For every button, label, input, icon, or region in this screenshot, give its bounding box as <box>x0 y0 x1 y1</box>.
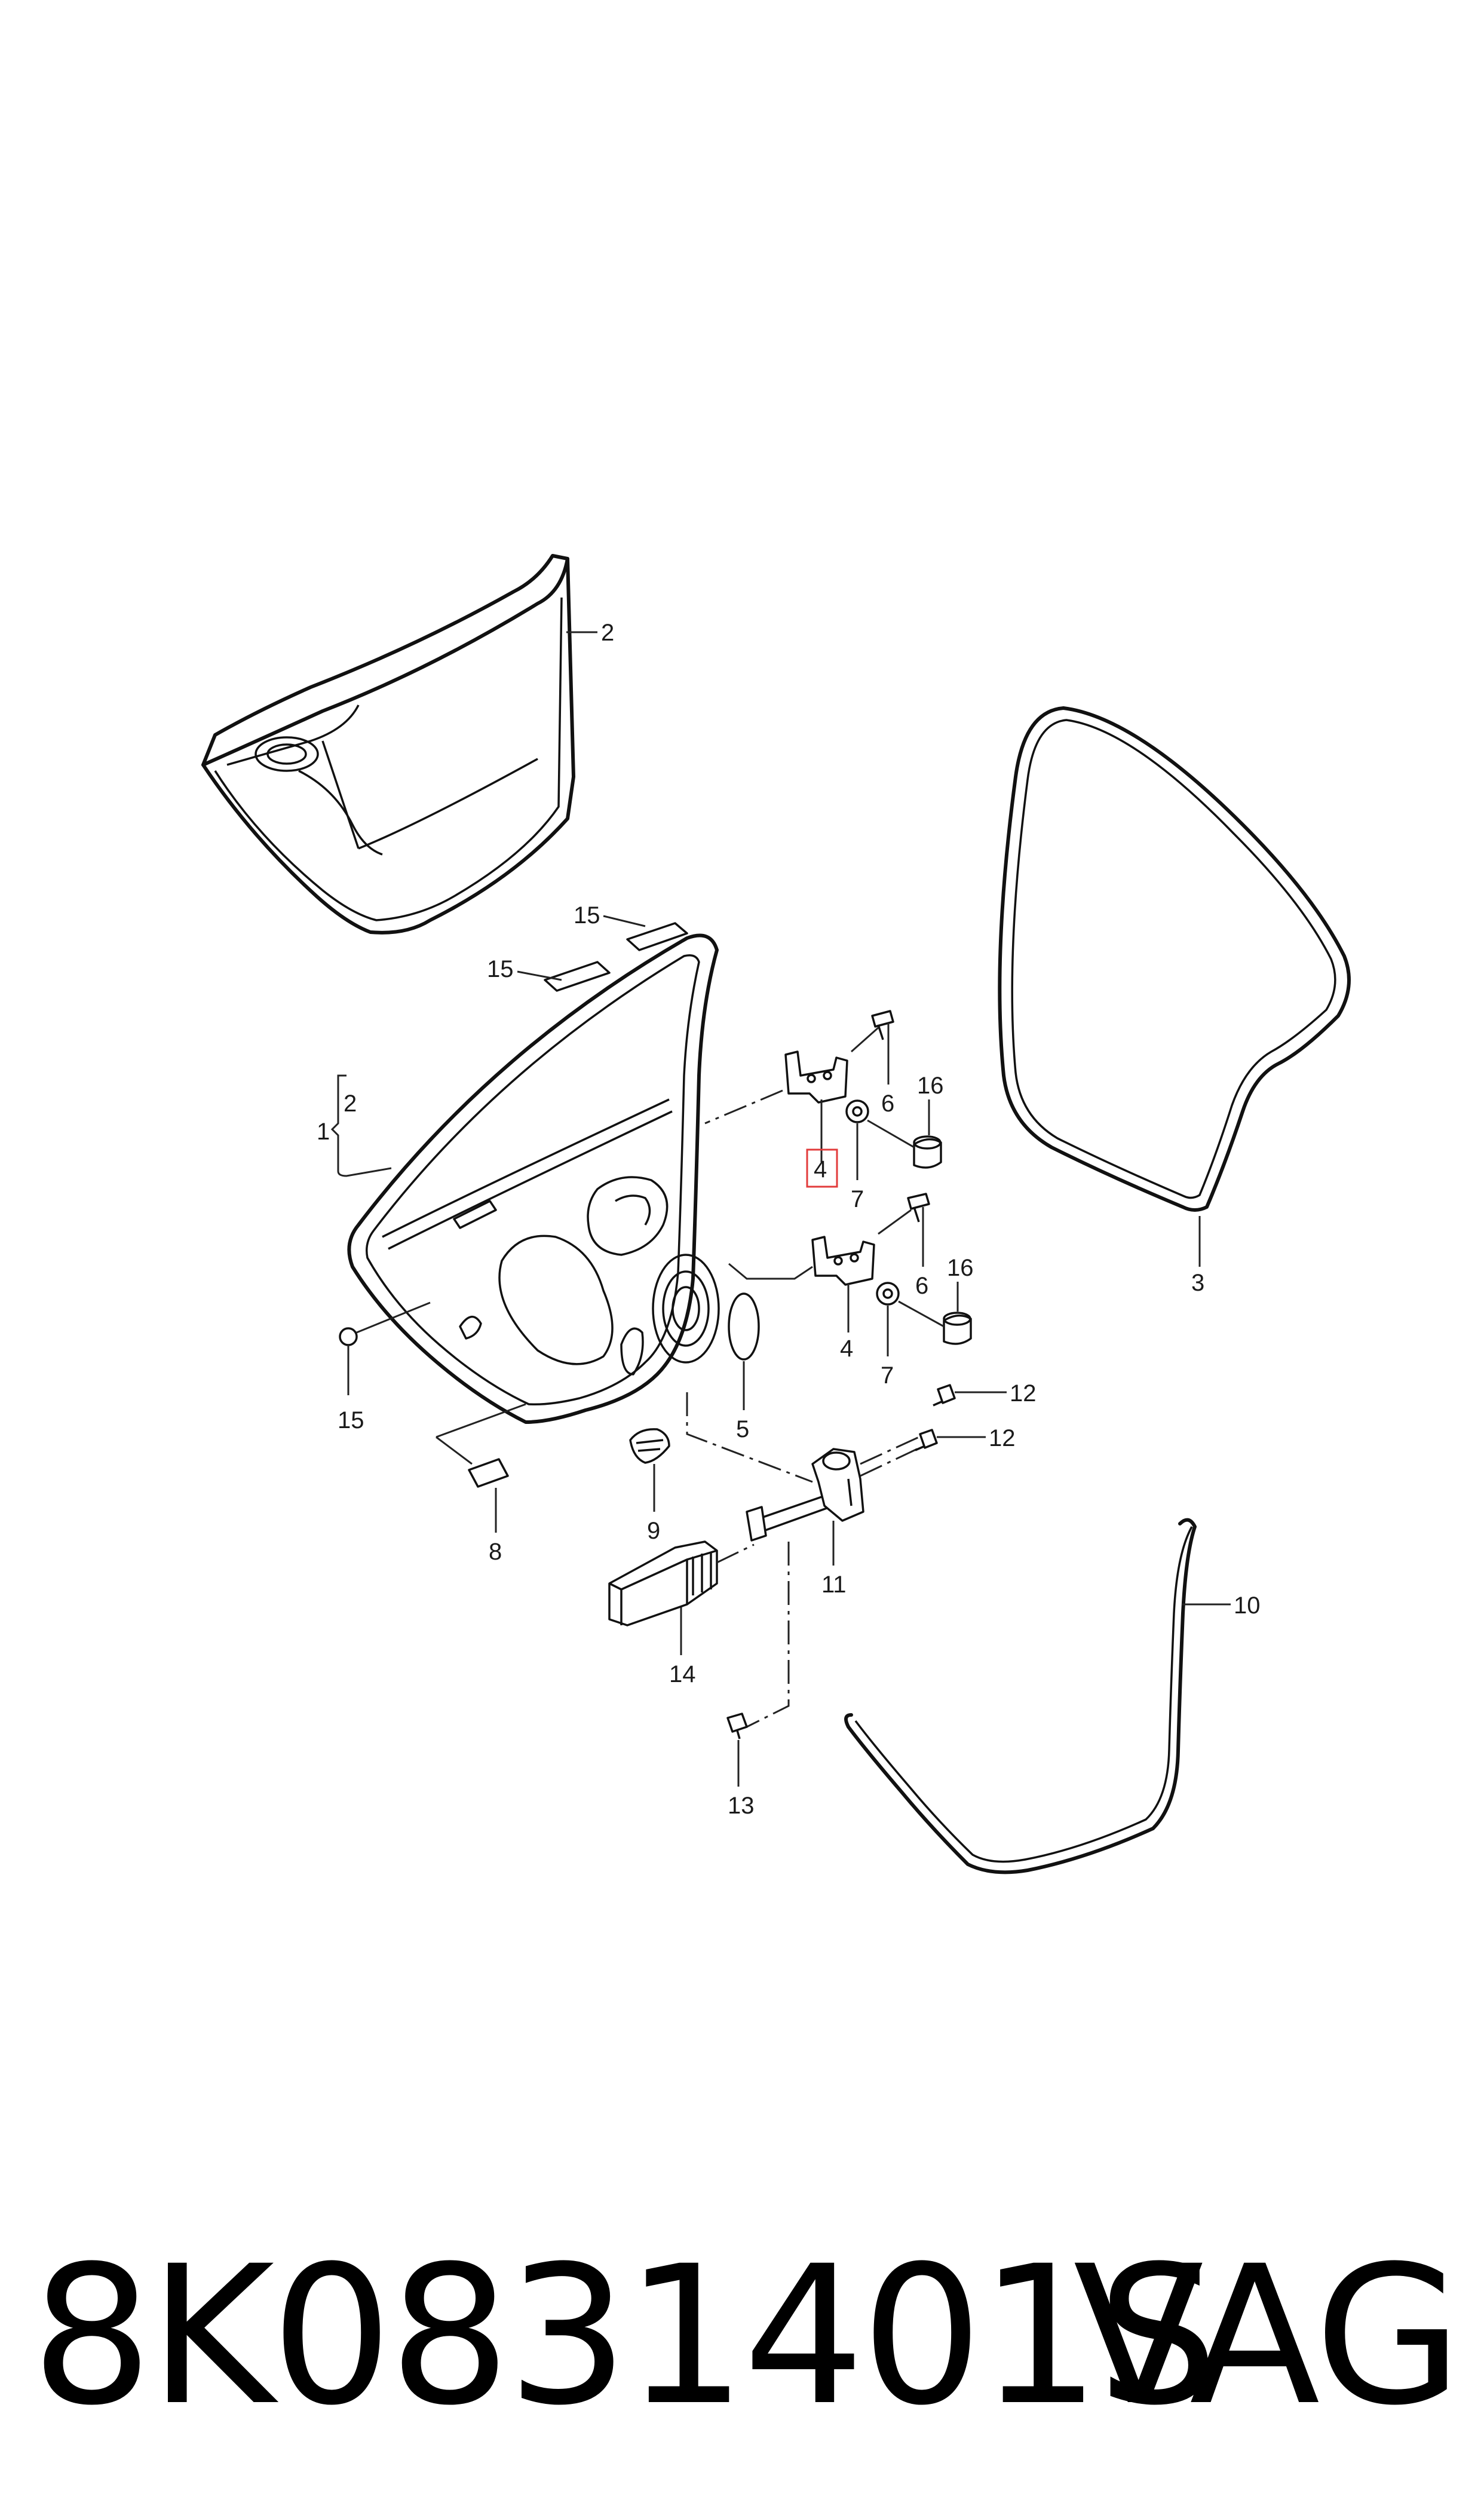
callout-16-lower: 16 <box>947 1255 974 1281</box>
patch-8 <box>468 1458 509 1488</box>
brand-label: VAG <box>1073 2225 1462 2447</box>
rod-10 <box>844 1518 1197 1874</box>
nut-7-lower <box>876 1282 900 1306</box>
door-shell <box>347 933 720 1424</box>
nut-7-upper <box>845 1099 869 1123</box>
plug-15 <box>339 1327 358 1346</box>
bolt-12-upper <box>933 1384 956 1407</box>
callout-14: 14 <box>669 1661 696 1687</box>
callout-13: 13 <box>728 1793 755 1819</box>
cap-16-lower <box>943 1312 972 1345</box>
callout-6-lower: 6 <box>915 1273 928 1299</box>
callout-5: 5 <box>736 1416 749 1442</box>
callout-4-lower: 4 <box>840 1335 853 1362</box>
bolt-6-lower <box>907 1193 930 1223</box>
highlight-box-4 <box>806 1148 838 1188</box>
cap-16-upper <box>913 1135 942 1169</box>
callout-7-upper: 7 <box>851 1186 864 1212</box>
callout-15-c: 15 <box>338 1407 364 1433</box>
callout-6-upper: 6 <box>881 1090 894 1117</box>
door-seal <box>998 706 1351 1212</box>
bracket-1 <box>330 1074 392 1177</box>
bolt-6-upper <box>871 1010 894 1040</box>
part-number: 8K0831401S <box>31 2225 1219 2447</box>
callout-3: 3 <box>1191 1270 1204 1296</box>
check-housing-14 <box>608 1540 718 1626</box>
clip-9 <box>629 1428 670 1464</box>
callout-10: 10 <box>1234 1592 1261 1619</box>
callout-8: 8 <box>489 1539 502 1565</box>
callout-16-upper: 16 <box>917 1073 944 1099</box>
callout-7-lower: 7 <box>881 1362 894 1389</box>
callout-12-lower: 12 <box>989 1425 1016 1451</box>
bolt-13 <box>726 1713 748 1739</box>
callout-15-a: 15 <box>574 902 600 929</box>
callout-1: 1 <box>317 1119 330 1145</box>
callout-15-b: 15 <box>487 956 514 982</box>
callout-11: 11 <box>821 1572 847 1598</box>
callout-4-highlighted: 4 <box>814 1156 827 1183</box>
callout-2-side: 2 <box>344 1090 357 1117</box>
bolt-12-lower <box>915 1429 938 1451</box>
callout-12-upper: 12 <box>1010 1380 1037 1407</box>
callout-9: 9 <box>647 1518 660 1544</box>
exploded-parts-diagram: 2 15 15 1 2 15 3 <box>201 554 1351 1874</box>
hinge-upper <box>784 1050 848 1104</box>
sealing-patch-15 <box>517 915 688 992</box>
door-check-11 <box>746 1448 864 1542</box>
o-ring-5 <box>728 1292 760 1361</box>
door-outer-panel <box>201 554 575 935</box>
callout-2-top: 2 <box>601 620 614 646</box>
hinge-lower <box>811 1236 875 1286</box>
